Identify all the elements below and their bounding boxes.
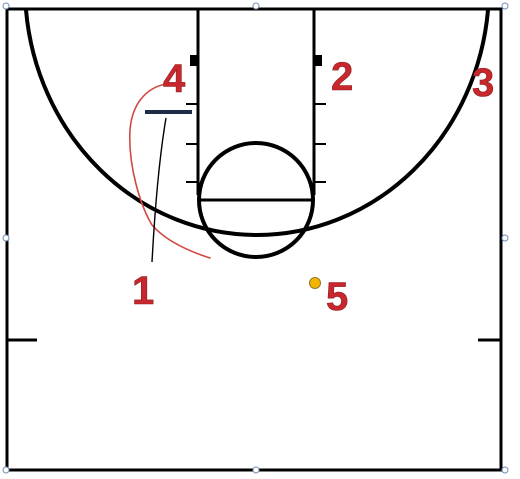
ball-marker: [309, 277, 321, 289]
player-3-label: 3: [472, 61, 494, 105]
lane: [196, 10, 316, 195]
three-point-arc: [24, 9, 490, 237]
player-4-label: 4: [163, 57, 186, 101]
selection-handle-top-center[interactable]: [252, 2, 260, 10]
selection-handle-bottom-left[interactable]: [2, 466, 10, 474]
player-2-label: 2: [331, 55, 353, 99]
lane-block-left: [190, 55, 198, 66]
lane-hash-marks: [186, 103, 326, 183]
selection-handle-top-left[interactable]: [2, 2, 10, 10]
free-throw-circle: [197, 141, 315, 259]
player-5-label: 5: [326, 275, 348, 319]
selection-handle-middle-left[interactable]: [2, 234, 10, 242]
selection-handle-middle-right[interactable]: [501, 234, 509, 242]
player-1-label: 1: [132, 269, 154, 313]
court-boundary: [5, 7, 503, 472]
selection-handles[interactable]: [2, 2, 509, 474]
pass-line: [151, 117, 167, 263]
selection-handle-bottom-center[interactable]: [252, 466, 260, 474]
player-1-cut-path: [128, 83, 211, 259]
lane-block-right: [314, 55, 322, 66]
selection-handle-top-right[interactable]: [501, 2, 509, 10]
selection-handle-bottom-right[interactable]: [501, 466, 509, 474]
